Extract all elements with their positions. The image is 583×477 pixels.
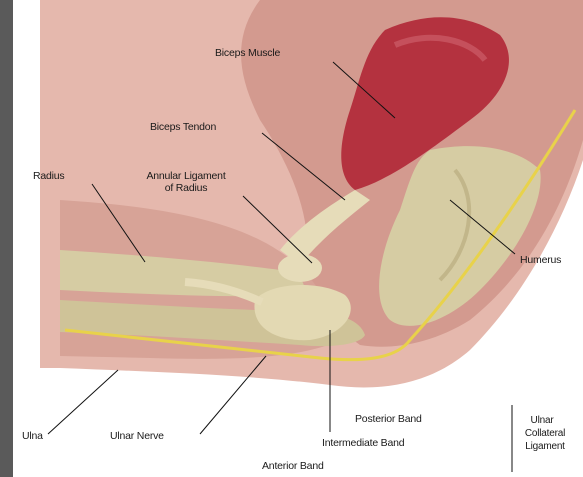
label-biceps-muscle: Biceps Muscle (215, 47, 280, 59)
label-annular-ligament-2: of Radius (131, 182, 241, 194)
label-biceps-tendon: Biceps Tendon (150, 121, 216, 133)
label-ulna: Ulna (22, 430, 43, 442)
label-anterior-band: Anterior Band (262, 460, 324, 472)
label-intermediate-band: Intermediate Band (322, 437, 404, 449)
label-ucl-2: Collateral (512, 428, 578, 440)
label-humerus: Humerus (520, 254, 561, 266)
label-ulnar-nerve: Ulnar Nerve (110, 430, 164, 442)
label-posterior-band: Posterior Band (355, 413, 422, 425)
label-ucl-3: Ligament (512, 441, 578, 453)
label-radius: Radius (33, 170, 64, 182)
label-annular-ligament-1: Annular Ligament (131, 170, 241, 182)
label-ucl-1: Ulnar (512, 415, 572, 427)
annular-ligament-shape (278, 254, 322, 282)
